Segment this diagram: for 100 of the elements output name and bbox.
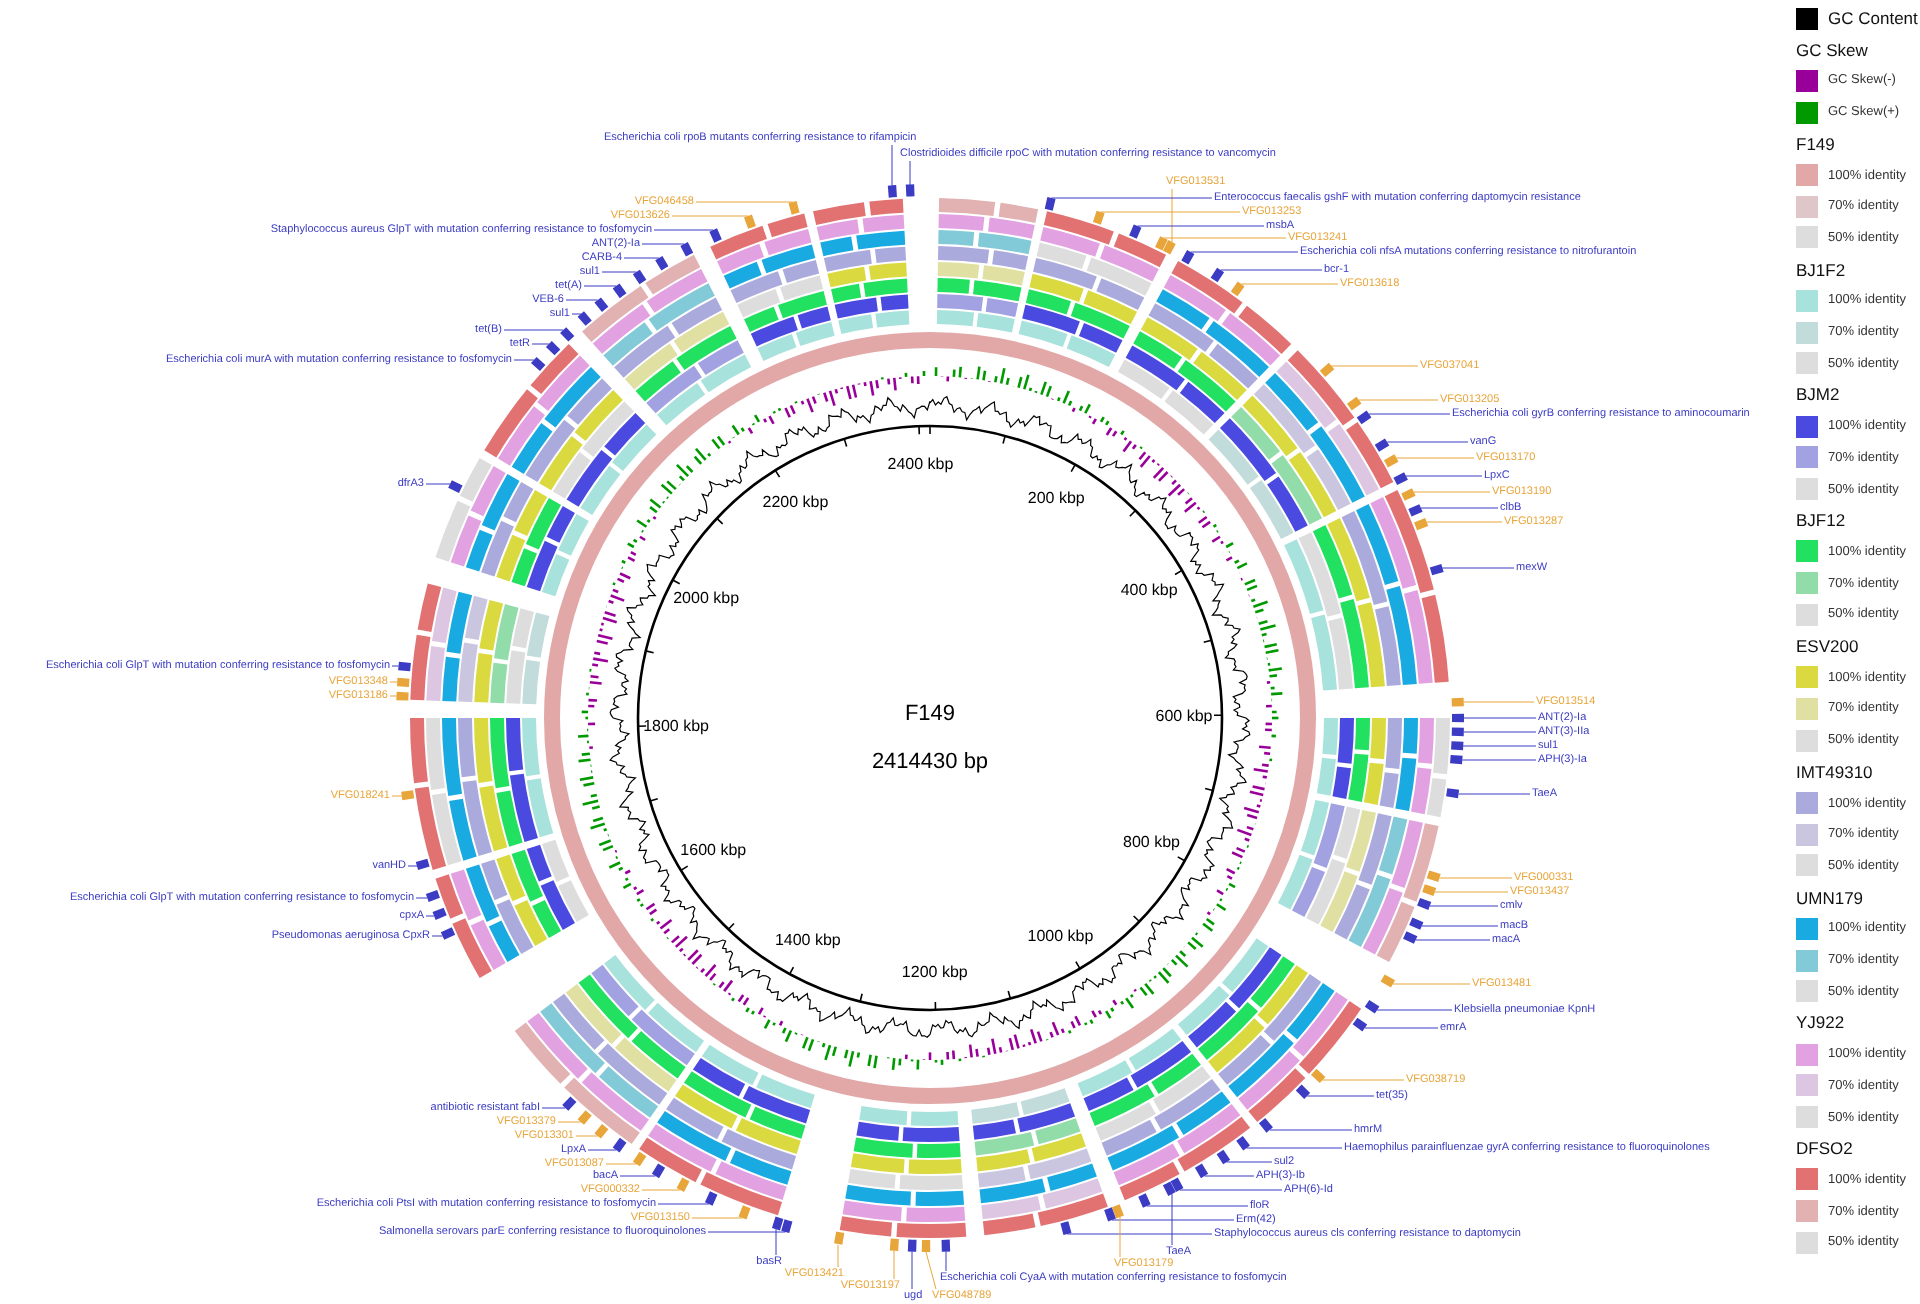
leader-line bbox=[415, 897, 428, 899]
leader-line bbox=[1111, 1219, 1235, 1221]
gene-mark bbox=[1429, 564, 1444, 576]
gene-mark bbox=[704, 1191, 718, 1206]
gene-mark bbox=[1451, 727, 1464, 737]
legend-label: GC Content bbox=[1828, 8, 1918, 28]
leader-line bbox=[601, 271, 637, 273]
gene-mark bbox=[921, 1239, 931, 1252]
leader-line bbox=[1226, 1161, 1273, 1163]
leader-line bbox=[891, 144, 893, 186]
leader-line bbox=[1421, 925, 1499, 927]
gene-mark bbox=[577, 311, 592, 326]
gene-mark bbox=[632, 1151, 647, 1167]
leader-line bbox=[1306, 1095, 1375, 1097]
leader-line bbox=[1100, 211, 1241, 213]
leader-line bbox=[1269, 1129, 1353, 1131]
legend-heading: DFSO2 bbox=[1796, 1138, 1853, 1159]
legend-heading: BJM2 bbox=[1796, 384, 1840, 405]
leader-line bbox=[641, 243, 685, 245]
leader-line bbox=[1413, 491, 1491, 493]
leader-line bbox=[945, 1251, 947, 1272]
gene-mark bbox=[415, 858, 430, 870]
gene-mark bbox=[440, 927, 456, 940]
gene-mark bbox=[738, 1205, 751, 1220]
leader-line bbox=[1050, 197, 1213, 199]
gene-mark bbox=[560, 327, 575, 342]
leader-line bbox=[1190, 251, 1299, 253]
scale-label: 1600 kbp bbox=[680, 841, 747, 860]
gene-mark bbox=[1374, 438, 1390, 452]
leader-line bbox=[557, 1121, 582, 1123]
leader-line bbox=[911, 1251, 913, 1290]
leader-line bbox=[575, 1135, 599, 1137]
genome-name: F149 bbox=[904, 702, 956, 726]
gene-mark bbox=[448, 480, 463, 493]
leader-line bbox=[1171, 1193, 1173, 1246]
gene-mark bbox=[907, 1239, 917, 1252]
gene-mark bbox=[612, 283, 627, 299]
leader-line bbox=[425, 483, 451, 485]
legend-heading: YJ922 bbox=[1796, 1012, 1845, 1033]
gene-mark bbox=[1352, 1017, 1368, 1032]
leader-line bbox=[1434, 891, 1509, 893]
leader-line bbox=[391, 795, 403, 797]
leader-line bbox=[623, 257, 660, 259]
gene-mark bbox=[594, 297, 609, 312]
scale-label: 1800 kbp bbox=[643, 716, 709, 735]
gene-mark bbox=[1216, 1149, 1231, 1165]
leader-line bbox=[1204, 1175, 1255, 1177]
leader-line bbox=[1420, 507, 1499, 509]
gene-mark bbox=[1194, 1163, 1209, 1179]
leader-line bbox=[1246, 1147, 1343, 1149]
scale-label: 2000 kbp bbox=[673, 588, 740, 607]
gene-mark bbox=[905, 184, 915, 197]
scale-label: 200 kbp bbox=[1027, 488, 1085, 507]
gene-mark bbox=[1452, 713, 1464, 723]
leader-line bbox=[513, 359, 535, 361]
gene-mark bbox=[1170, 1177, 1184, 1192]
leader-line bbox=[389, 681, 398, 683]
gene-mark bbox=[1451, 697, 1464, 707]
gene-mark bbox=[1210, 267, 1225, 283]
leader-line bbox=[1463, 701, 1535, 703]
gene-mark bbox=[1450, 754, 1463, 765]
gene-mark bbox=[1403, 931, 1418, 944]
leader-line bbox=[657, 1203, 710, 1205]
leader-line bbox=[1163, 237, 1287, 239]
gene-mark bbox=[1044, 197, 1056, 211]
leader-line bbox=[1415, 939, 1491, 941]
gene-mark bbox=[545, 341, 561, 356]
gene-mark bbox=[1408, 504, 1423, 517]
leader-line bbox=[837, 1244, 839, 1268]
gene-mark bbox=[531, 356, 546, 372]
gene-mark bbox=[1356, 410, 1372, 425]
gene-mark bbox=[887, 185, 897, 198]
gene-mark bbox=[1230, 281, 1245, 297]
leader-line bbox=[1119, 1216, 1121, 1258]
leader-line bbox=[1386, 441, 1469, 443]
leader-line bbox=[541, 1107, 566, 1109]
leader-line bbox=[619, 1175, 656, 1177]
scale-label: 400 kbp bbox=[1120, 580, 1178, 599]
gene-mark bbox=[655, 255, 669, 271]
leader-line bbox=[641, 1189, 681, 1191]
leader-line bbox=[1322, 1079, 1405, 1081]
gene-mark bbox=[594, 1124, 609, 1139]
leader-line bbox=[503, 329, 564, 331]
gene-mark bbox=[1258, 1118, 1273, 1133]
gene-mark bbox=[1310, 1068, 1326, 1084]
gene-mark bbox=[788, 200, 800, 215]
gene-mark bbox=[680, 242, 694, 257]
leader-line bbox=[531, 343, 550, 345]
leader-line bbox=[653, 229, 714, 231]
scale-label: 2400 kbp bbox=[887, 455, 954, 474]
leader-line bbox=[389, 695, 397, 697]
scale-label: 600 kbp bbox=[1155, 706, 1213, 725]
legend-heading: ESV200 bbox=[1796, 636, 1859, 656]
leader-line bbox=[1364, 1027, 1439, 1029]
leader-line bbox=[1146, 1205, 1249, 1207]
scale-label: 1200 kbp bbox=[901, 962, 968, 981]
scale-label: 2200 kbp bbox=[762, 493, 829, 512]
leader-line bbox=[1463, 717, 1537, 719]
leader-line bbox=[707, 1231, 786, 1233]
legend-heading: BJ1F2 bbox=[1796, 259, 1846, 280]
